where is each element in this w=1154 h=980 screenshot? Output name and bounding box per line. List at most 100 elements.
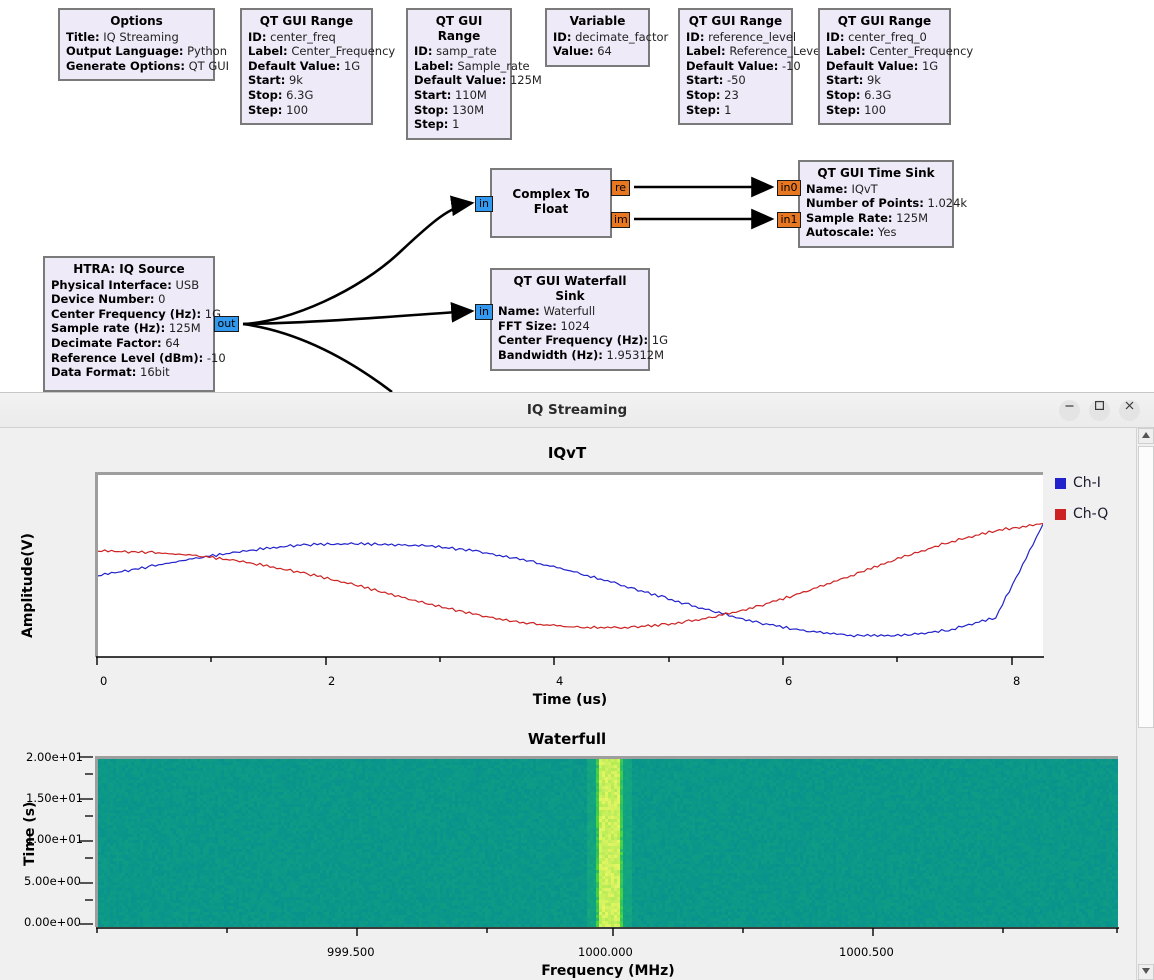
port-c2f-re[interactable]: re: [611, 180, 630, 196]
waterfall-y-tick: 5.00e+00: [24, 874, 81, 888]
vertical-scrollbar[interactable]: [1136, 428, 1154, 980]
block-htra-iq-source[interactable]: HTRA: IQ Source Physical Interface: USB …: [43, 256, 226, 392]
port-source-out[interactable]: out: [214, 316, 239, 332]
block-qt-gui-range-center-freq[interactable]: QT GUI Range ID: center_freq Label: Cent…: [240, 8, 396, 126]
scroll-down-arrow-icon[interactable]: [1138, 964, 1154, 980]
block-variable-decimate-factor[interactable]: Variable ID: decimate_factor Value: 64: [545, 8, 668, 67]
block-row: Stop: 130M: [414, 102, 485, 117]
flowgraph-canvas[interactable]: Options Title: IQ Streaming Output Langu…: [0, 0, 1154, 392]
block-row: Generate Options: QT GUI: [66, 58, 230, 73]
waterfall-y-tick: 1.50e+01: [26, 791, 83, 805]
waterfall-y-tick: 0.00e+00: [24, 915, 81, 929]
block-row: Device Number: 0: [51, 292, 166, 307]
block-row: Number of Points: 1.024k: [806, 196, 968, 211]
block-title: QT GUI Range: [688, 14, 783, 28]
iqvt-x-axis: [96, 656, 1044, 665]
block-row: ID: samp_rate: [414, 44, 497, 59]
block-title: QT GUI Time Sink: [817, 166, 935, 180]
iqvt-y-axis-label: Amplitude(V): [20, 533, 36, 638]
port-waterfall-in[interactable]: in: [475, 304, 493, 320]
block-options[interactable]: Options Title: IQ Streaming Output Langu…: [58, 8, 230, 82]
block-row: Default Value: 125M: [414, 73, 542, 88]
port-c2f-in[interactable]: in: [475, 196, 493, 212]
legend-label: Ch-Q: [1073, 506, 1109, 522]
waterfall-plot[interactable]: Waterfull Time (s) 2.00e+01 1.50e+01 1.0…: [0, 718, 1134, 980]
block-row: Start: 110M: [414, 87, 487, 102]
port-time-sink-in0[interactable]: in0: [777, 180, 801, 196]
block-row: Start: -50: [686, 73, 746, 88]
block-row: ID: center_freq: [248, 29, 336, 44]
block-row: Label: Center_Frequency: [248, 44, 396, 59]
legend-swatch-ch-i: [1055, 477, 1066, 489]
block-qt-gui-range-samp-rate[interactable]: QT GUI Range ID: samp_rate Label: Sample…: [406, 8, 542, 140]
block-row: ID: reference_level: [686, 29, 797, 44]
scroll-up-arrow-icon[interactable]: [1138, 428, 1154, 444]
block-row: Autoscale: Yes: [806, 225, 897, 240]
block-row: Reference Level (dBm): -10: [51, 350, 226, 365]
block-row: Sample rate (Hz): 125M: [51, 321, 201, 336]
block-row: Name: Waterfull: [498, 304, 596, 319]
waterfall-y-tick: 2.00e+01: [26, 750, 83, 764]
close-icon[interactable]: [1119, 400, 1140, 421]
maximize-icon[interactable]: [1089, 400, 1110, 421]
block-row: Step: 1: [686, 102, 732, 117]
block-title: Options: [110, 14, 163, 28]
block-row: Label: Center_Frequency: [826, 44, 974, 59]
waterfall-x-axis: [96, 927, 1119, 936]
block-row: Default Value: 1G: [248, 58, 361, 73]
block-row: Center Frequency (Hz): 1G: [51, 306, 222, 321]
waterfall-x-tick: 999.500: [327, 945, 375, 959]
qt-gui-window: IQ Streaming IQvT Amplitude(V) 0.001 0.0…: [0, 392, 1154, 980]
block-row: FFT Size: 1024: [498, 318, 590, 333]
block-row: Data Format: 16bit: [51, 365, 170, 380]
block-row: Label: Reference_Level: [686, 44, 824, 59]
block-row: Physical Interface: USB: [51, 277, 200, 292]
block-row: Label: Sample_rate: [414, 58, 530, 73]
series-ch-i: [98, 524, 1043, 638]
waterfall-image[interactable]: [95, 756, 1118, 927]
waterfall-x-axis-label: Frequency (MHz): [541, 963, 675, 979]
block-row: Default Value: -10: [686, 58, 801, 73]
block-row: Output Language: Python: [66, 44, 227, 59]
minimize-icon[interactable]: [1059, 400, 1080, 421]
block-qt-gui-range-center-freq-0[interactable]: QT GUI Range ID: center_freq_0 Label: Ce…: [818, 8, 974, 126]
block-row: Name: IQvT: [806, 181, 878, 196]
port-c2f-im[interactable]: im: [611, 212, 630, 228]
waterfall-x-tick: 1000.500: [839, 945, 894, 959]
block-qt-gui-time-sink[interactable]: QT GUI Time Sink Name: IQvT Number of Po…: [798, 160, 968, 248]
block-title: QT GUI Range: [435, 14, 483, 43]
waterfall-plot-title: Waterfull: [527, 730, 607, 748]
legend-item-ch-i[interactable]: Ch-I: [1055, 475, 1101, 491]
legend-swatch-ch-q: [1055, 508, 1066, 520]
block-title: HTRA: IQ Source: [73, 262, 185, 276]
block-row: Default Value: 1G: [826, 58, 939, 73]
window-content: IQvT Amplitude(V) 0.001 0.0005 0 -0.0005: [0, 428, 1154, 980]
iqvt-x-tick: 4: [556, 674, 564, 688]
block-row: Start: 9k: [826, 73, 881, 88]
block-qt-gui-waterfall-sink[interactable]: QT GUI Waterfall Sink Name: Waterfull FF…: [490, 268, 668, 371]
block-row: Step: 100: [826, 102, 887, 117]
block-row: Value: 64: [553, 44, 612, 59]
iqvt-series-svg: [98, 522, 1043, 638]
block-row: Stop: 6.3G: [826, 87, 892, 102]
block-row: Step: 100: [248, 102, 309, 117]
iqvt-x-tick: 6: [785, 674, 793, 688]
iqvt-plot-area[interactable]: [95, 472, 1043, 657]
block-qt-gui-range-reference-level[interactable]: QT GUI Range ID: reference_level Label: …: [678, 8, 824, 126]
block-row: Stop: 6.3G: [248, 87, 314, 102]
block-complex-to-float[interactable]: Complex To Float: [490, 168, 612, 238]
legend-label: Ch-I: [1073, 475, 1101, 491]
block-title: QT GUI Waterfall Sink: [513, 274, 627, 303]
series-ch-q: [98, 522, 1043, 630]
waterfall-y-axis-ticks: [80, 756, 93, 925]
iqvt-plot[interactable]: IQvT Amplitude(V) 0.001 0.0005 0 -0.0005: [0, 428, 1134, 966]
window-title: IQ Streaming: [526, 402, 628, 418]
legend-item-ch-q[interactable]: Ch-Q: [1055, 506, 1108, 522]
scrollbar-thumb[interactable]: [1138, 446, 1154, 728]
iqvt-x-tick: 0: [100, 674, 108, 688]
port-time-sink-in1[interactable]: in1: [777, 212, 801, 228]
block-row: Start: 9k: [248, 73, 303, 88]
window-titlebar[interactable]: IQ Streaming: [0, 393, 1154, 428]
block-title: QT GUI Range: [259, 14, 354, 28]
block-title: Complex To Float: [512, 187, 590, 216]
